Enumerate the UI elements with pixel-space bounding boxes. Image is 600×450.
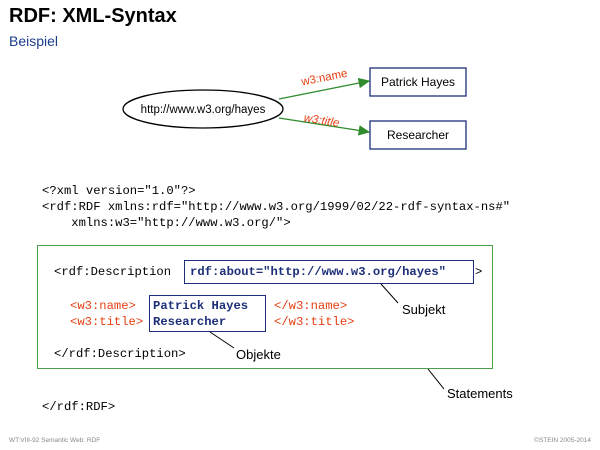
footer-left: WT:VIII-92 Semantic Web: RDF [9,437,101,444]
statements-label: Statements [447,386,513,401]
code-name-close: </w3:name> [274,299,348,313]
code-title-value: Researcher [153,315,227,329]
code-name-open: <w3:name> [70,299,136,313]
slide-title: RDF: XML-Syntax [9,5,177,27]
edge-name-label: w3:name [299,68,348,89]
footer-right: ©STEIN 2005-2014 [534,437,591,444]
code-xmlns-w3: xmlns:w3="http://www.w3.org/"> [42,216,291,230]
objekte-label: Objekte [236,347,281,362]
edge-title-label: w3:title [303,112,340,129]
slide-subtitle: Beispiel [9,33,59,49]
code-rdf-open: <rdf:RDF xmlns:rdf="http://www.w3.org/19… [42,200,511,214]
subject-node-label: http://www.w3.org/hayes [141,104,266,116]
code-title-close: </w3:title> [274,315,355,329]
statements-box [37,245,493,369]
subject-node [122,89,284,129]
edge-name-line [278,77,371,100]
object-node-name-label: Patrick Hayes [381,75,455,89]
statements-connector [427,368,445,390]
code-rdf-close: </rdf:RDF> [42,400,116,414]
objects-highlight-box [149,295,266,332]
edge-title-line [278,117,371,136]
subject-highlight-box [184,260,474,284]
code-description-close: </rdf:Description> [54,347,186,361]
code-xml-declaration: <?xml version="1.0"?> [42,184,196,198]
object-node-title-label: Researcher [387,128,449,142]
code-description-open: <rdf:Description [54,265,172,279]
object-node-name [369,67,467,97]
rdf-graph-diagram: http://www.w3.org/hayes w3:name w3:title… [122,67,467,150]
object-node-title [369,120,467,150]
code-about-attribute: rdf:about="http://www.w3.org/hayes" [190,265,446,279]
code-description-gt: > [475,265,483,279]
code-title-open: <w3:title> [70,315,144,329]
subjekt-label: Subjekt [402,302,446,317]
code-name-value: Patrick Hayes [153,299,249,313]
